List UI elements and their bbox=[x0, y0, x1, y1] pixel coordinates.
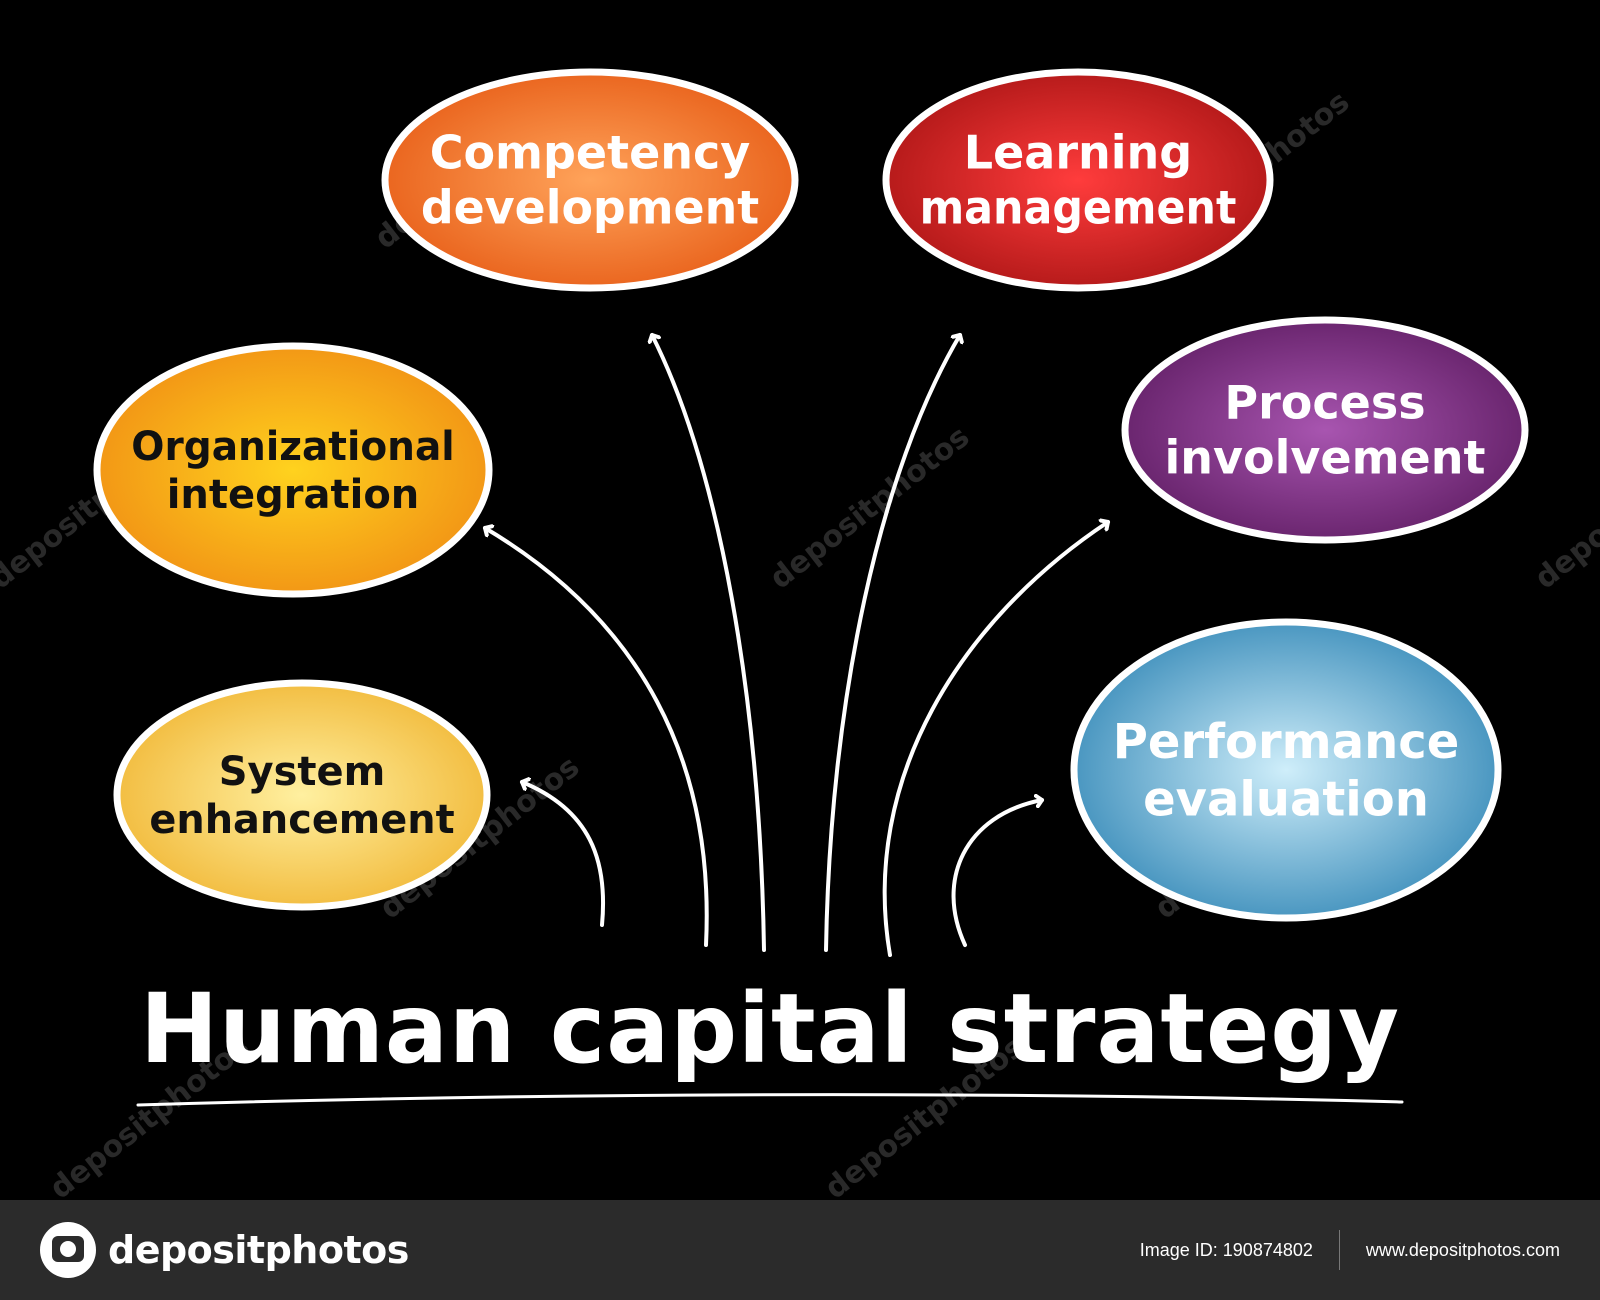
node-bubble bbox=[113, 679, 491, 911]
arrow-to-system-enhancement bbox=[520, 782, 606, 927]
node-bubble bbox=[1121, 316, 1529, 544]
node-label-line2: involvement bbox=[1165, 431, 1486, 485]
node-label-line2: integration bbox=[167, 472, 420, 518]
node-label-line2: evaluation bbox=[1143, 772, 1429, 828]
brand-name: depositphotos bbox=[108, 1228, 409, 1272]
node-bubble bbox=[93, 342, 493, 598]
footer-bar: depositphotos Image ID: 190874802 www.de… bbox=[0, 1200, 1600, 1300]
image-meta: Image ID: 190874802 www.depositphotos.co… bbox=[1140, 1230, 1560, 1270]
arrow-to-organizational-integration bbox=[483, 528, 709, 947]
node-label-line1: Competency bbox=[430, 126, 751, 180]
arrow-to-process-involvement bbox=[882, 522, 1110, 957]
diagram-title: Human capital strategy bbox=[140, 973, 1400, 1085]
site-url-link[interactable]: www.depositphotos.com bbox=[1365, 1239, 1560, 1260]
node-label-line1: Performance bbox=[1113, 714, 1460, 770]
image-id: Image ID: 190874802 bbox=[1139, 1239, 1313, 1260]
arrow-to-learning-management bbox=[824, 333, 960, 952]
arrow-layer bbox=[483, 333, 1110, 957]
node-label-line1: Process bbox=[1224, 376, 1425, 430]
camera-logo-icon bbox=[40, 1222, 96, 1278]
node-bubble bbox=[1070, 618, 1502, 922]
title-underline bbox=[136, 1093, 1404, 1107]
mind-map-diagram: depositphotos depositphotos depositphoto… bbox=[0, 68, 1600, 1200]
node-bubble bbox=[381, 68, 799, 292]
footer-divider bbox=[1338, 1230, 1340, 1270]
node-label-line1: Organizational bbox=[131, 424, 454, 470]
node-label-line1: Learning bbox=[964, 126, 1192, 180]
node-label-line2: management bbox=[920, 181, 1237, 235]
node-bubble bbox=[882, 68, 1274, 292]
arrow-to-performance-evaluation bbox=[951, 800, 1044, 947]
brand-logo[interactable]: depositphotos bbox=[40, 1222, 409, 1278]
node-label-line2: development bbox=[421, 181, 759, 235]
diagram-canvas: depositphotos depositphotos depositphoto… bbox=[0, 68, 1600, 1200]
node-label-line1: System bbox=[219, 749, 386, 795]
arrow-to-competency-development bbox=[652, 333, 766, 952]
watermark: depositphotos bbox=[1528, 419, 1600, 596]
node-label-line2: enhancement bbox=[149, 797, 454, 843]
